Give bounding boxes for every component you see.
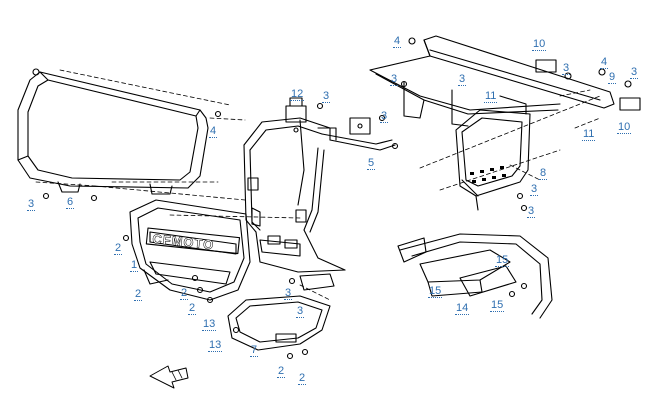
callout-2[interactable]: 2 [298, 372, 307, 385]
callout-2[interactable]: 2 [180, 287, 189, 300]
skid-plate [227, 295, 331, 360]
footrest-bracket [455, 109, 531, 212]
callout-10[interactable]: 10 [617, 121, 632, 134]
callout-6[interactable]: 6 [66, 196, 75, 209]
callout-13[interactable]: 13 [202, 318, 217, 331]
fasteners [42, 80, 408, 294]
callout-3[interactable]: 3 [322, 90, 331, 103]
callout-3[interactable]: 3 [296, 305, 305, 318]
callout-11[interactable]: 11 [484, 90, 498, 103]
callout-2[interactable]: 2 [188, 302, 197, 315]
callout-2[interactable]: 2 [114, 242, 123, 255]
callout-13[interactable]: 13 [208, 339, 223, 352]
lower-guard-assembly [397, 233, 553, 319]
cfmoto-logo: CFMOTO [152, 231, 215, 252]
callout-1[interactable]: 1 [130, 259, 139, 272]
callout-12[interactable]: 12 [290, 88, 305, 101]
callout-3[interactable]: 3 [562, 62, 571, 75]
callout-9[interactable]: 9 [608, 71, 617, 84]
callout-8[interactable]: 8 [539, 167, 548, 180]
rear-cargo-bar [17, 68, 209, 195]
callout-14[interactable]: 14 [455, 302, 470, 315]
callout-15[interactable]: 15 [428, 285, 443, 298]
callout-3[interactable]: 3 [27, 198, 36, 211]
front-bumper [129, 199, 251, 304]
rear-rail-bar [369, 35, 641, 127]
front-direction-arrow [149, 365, 189, 389]
callout-7[interactable]: 7 [250, 344, 259, 357]
callout-3[interactable]: 3 [630, 66, 639, 79]
callout-3[interactable]: 3 [458, 73, 467, 86]
callout-3[interactable]: 3 [380, 110, 389, 123]
callout-3[interactable]: 3 [530, 183, 539, 196]
callout-5[interactable]: 5 [367, 157, 376, 170]
callout-4[interactable]: 4 [209, 125, 218, 138]
callout-3[interactable]: 3 [527, 205, 536, 218]
callout-11[interactable]: 11 [582, 128, 596, 141]
callout-15[interactable]: 15 [495, 254, 510, 267]
callout-3[interactable]: 3 [390, 73, 399, 86]
front-frame [243, 97, 399, 291]
callout-15[interactable]: 15 [490, 299, 505, 312]
callout-3[interactable]: 3 [284, 287, 293, 300]
callout-2[interactable]: 2 [277, 365, 286, 378]
callout-4[interactable]: 4 [600, 56, 609, 69]
callout-4[interactable]: 4 [393, 35, 402, 48]
callout-2[interactable]: 2 [134, 288, 143, 301]
callout-10[interactable]: 10 [532, 38, 547, 51]
